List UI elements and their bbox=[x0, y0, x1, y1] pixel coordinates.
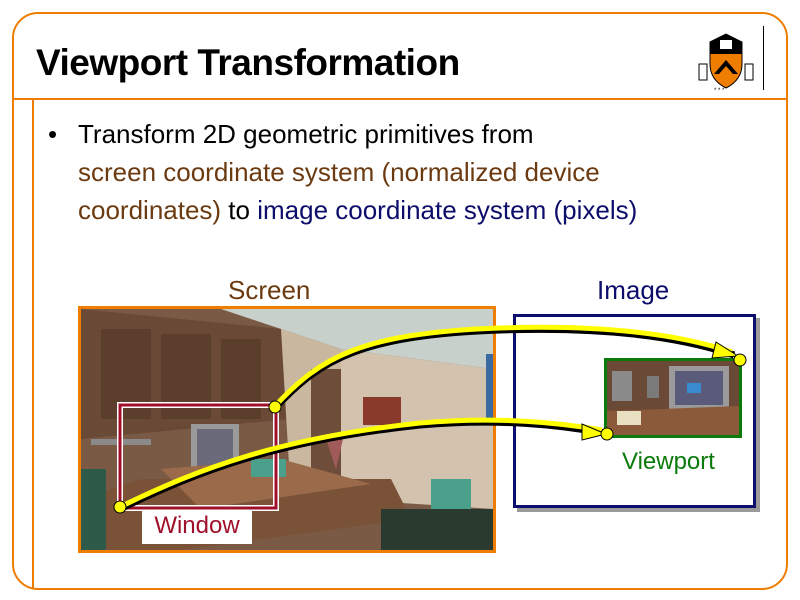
to-text: to bbox=[221, 195, 258, 225]
viewport-rendering bbox=[604, 358, 742, 438]
bullet-item: • Transform 2D geometric primitives from… bbox=[48, 115, 637, 229]
image-label: Image bbox=[597, 275, 670, 305]
svg-text:* * *: * * * bbox=[714, 88, 725, 94]
left-margin-rule bbox=[32, 99, 34, 589]
logo-divider bbox=[763, 26, 764, 90]
image-coords-text: image coordinate system (pixels) bbox=[257, 195, 638, 225]
title-divider bbox=[13, 98, 787, 100]
slide-title: Viewport Transformation bbox=[36, 42, 460, 83]
screen-coords-text: coordinates) bbox=[78, 195, 222, 225]
screen-rendering bbox=[78, 306, 496, 553]
viewport-label: Viewport bbox=[622, 448, 715, 475]
slide-frame bbox=[12, 12, 788, 590]
princeton-shield-icon: * * * bbox=[696, 28, 756, 94]
window-label: Window bbox=[142, 508, 252, 544]
bullet-line-3: coordinates) to image coordinate system … bbox=[48, 191, 637, 229]
bullet-line-2: screen coordinate system (normalized dev… bbox=[78, 157, 600, 187]
bullet-line-1: Transform 2D geometric primitives from bbox=[78, 119, 534, 149]
bullet-icon: • bbox=[48, 119, 58, 149]
screen-label: Screen bbox=[228, 275, 311, 305]
